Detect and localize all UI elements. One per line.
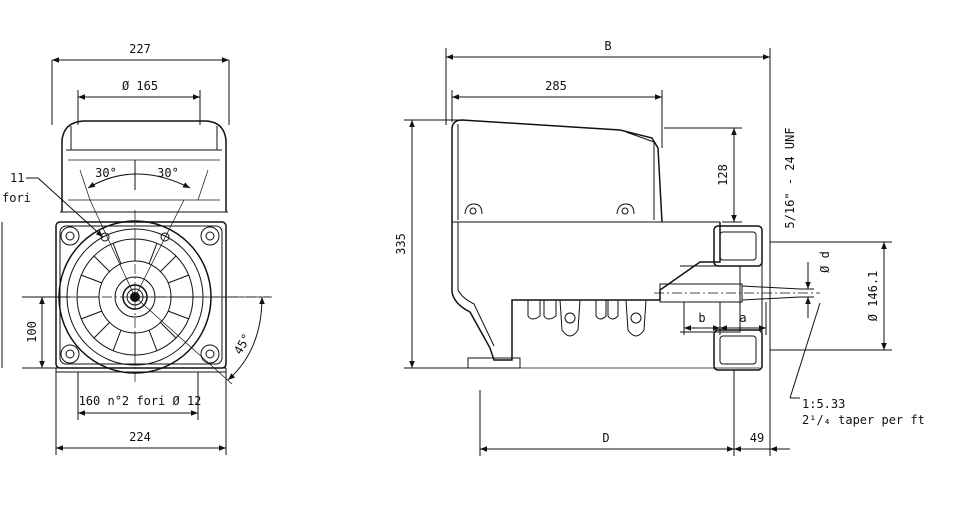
label-dim-b: b [698,311,705,325]
label-holes-number: 11 [10,171,24,185]
label-angle-45: 45° [231,331,254,357]
label-taper-ratio: 1:5.33 [802,397,845,411]
label-width-227: 227 [129,42,151,56]
label-flange-146: Ø 146.1 [866,271,880,322]
label-height-100: 100 [25,321,39,343]
dimension-labels: 227 Ø 165 30° 30° 11 fori 100 45° 160 n°… [2,39,925,445]
label-length-285: 285 [545,79,567,93]
label-base-holes: 160 n°2 fori Ø 12 [79,394,202,408]
label-dim-a: a [739,311,746,325]
label-bolt-circle-165: Ø 165 [122,79,158,93]
label-angle-30-right: 30° [157,166,179,180]
side-view [404,48,892,456]
label-shaft-d: Ø d [818,251,832,273]
label-dim-d: D [602,431,609,445]
label-width-224: 224 [129,430,151,444]
label-height-128: 128 [716,164,730,186]
front-view [1,57,272,455]
label-thread: 5/16" - 24 UNF [783,127,797,228]
label-dim-49: 49 [750,431,764,445]
label-holes-word: fori [2,191,31,205]
label-height-335: 335 [394,233,408,255]
label-taper-note: 2¹/₄ taper per ft [802,413,925,427]
label-overall-b: B [604,39,611,53]
label-angle-30-left: 30° [95,166,117,180]
